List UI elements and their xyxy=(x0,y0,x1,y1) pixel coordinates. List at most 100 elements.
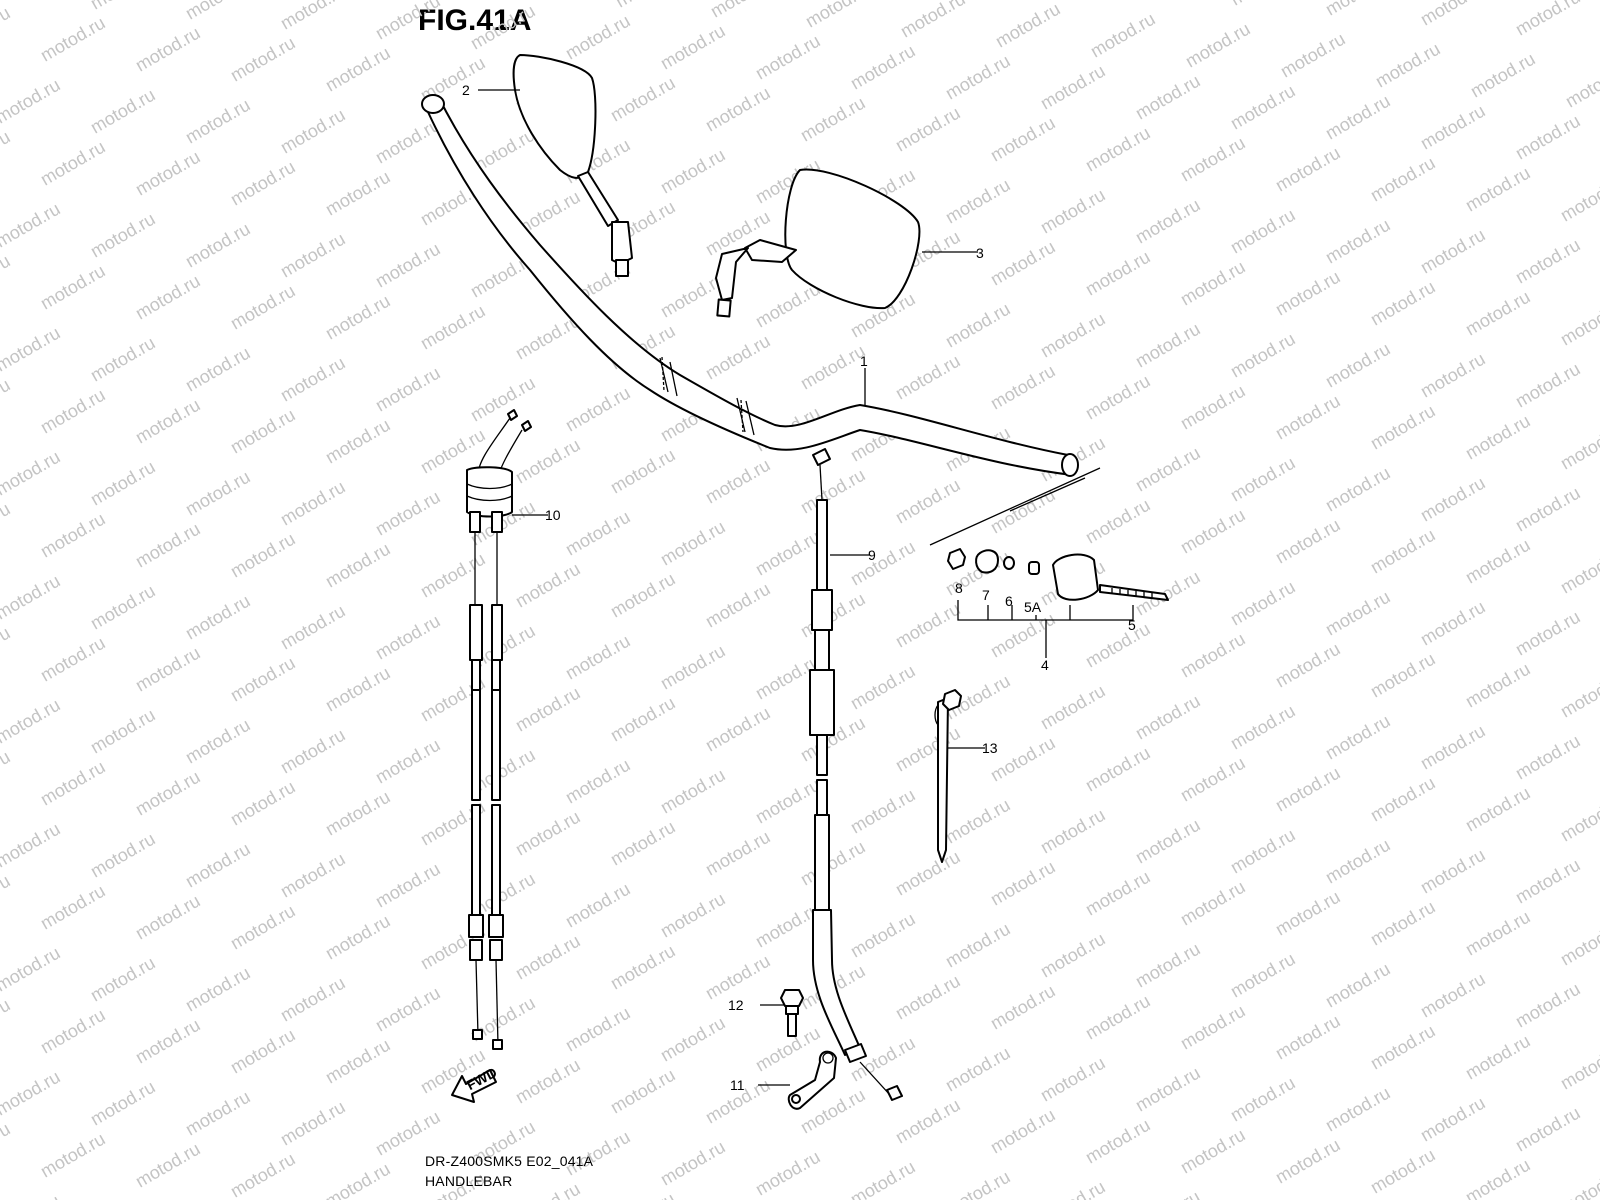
watermark-text: motod.ru xyxy=(1082,123,1154,176)
watermark-text: motod.ru xyxy=(607,817,679,870)
watermark-text: motod.ru xyxy=(1177,505,1249,558)
watermark-text: motod.ru xyxy=(1037,1177,1109,1200)
watermark-text: motod.ru xyxy=(1132,1063,1204,1116)
watermark-text: motod.ru xyxy=(1037,681,1109,734)
watermark-text: motod.ru xyxy=(987,361,1059,414)
watermark-text: motod.ru xyxy=(657,765,729,818)
callout-3: 3 xyxy=(976,245,984,261)
watermark-text: motod.ru xyxy=(227,777,299,830)
nut-part-8 xyxy=(947,548,966,570)
watermark-text: motod.ru xyxy=(657,145,729,198)
watermark-text: motod.ru xyxy=(897,0,969,41)
watermark-text: motod.ru xyxy=(1467,49,1539,102)
watermark-text: motod.ru xyxy=(987,237,1059,290)
watermark-text: motod.ru xyxy=(1082,247,1154,300)
watermark-text: motod.ru xyxy=(37,13,109,66)
watermark-text: motod.ru xyxy=(1082,743,1154,796)
watermark-text: motod.ru xyxy=(1322,339,1394,392)
watermark-text: motod.ru xyxy=(1227,949,1299,1002)
watermark-text: motod.ru xyxy=(227,901,299,954)
watermark-text: motod.ru xyxy=(702,703,774,756)
watermark-text: motod.ru xyxy=(322,43,394,96)
watermark-text: motod.ru xyxy=(1372,39,1444,92)
watermark-text: motod.ru xyxy=(1132,1187,1204,1200)
watermark-text: motod.ru xyxy=(1227,577,1299,630)
watermark-text: motod.ru xyxy=(1272,267,1344,320)
watermark-text: motod.ru xyxy=(467,373,539,426)
watermark-text: motod.ru xyxy=(1557,917,1600,970)
watermark-text: motod.ru xyxy=(1132,939,1204,992)
watermark-text: motod.ru xyxy=(1272,639,1344,692)
watermark-text: motod.ru xyxy=(182,467,254,520)
watermark-text: motod.ru xyxy=(227,157,299,210)
watermark-text: motod.ru xyxy=(1082,1115,1154,1168)
watermark-text: motod.ru xyxy=(1322,959,1394,1012)
watermark-text: motod.ru xyxy=(132,23,204,76)
callout-10: 10 xyxy=(545,507,561,523)
watermark-text: motod.ru xyxy=(132,395,204,448)
watermark-text: motod.ru xyxy=(227,33,299,86)
watermark-text: motod.ru xyxy=(87,829,159,882)
watermark-text: motod.ru xyxy=(227,653,299,706)
watermark-text: motod.ru xyxy=(942,795,1014,848)
watermark-text: motod.ru xyxy=(1132,815,1204,868)
watermark-text: motod.ru xyxy=(182,839,254,892)
watermark-text: motod.ru xyxy=(132,643,204,696)
watermark-text: motod.ru xyxy=(1272,143,1344,196)
watermark-text: motod.ru xyxy=(797,93,869,146)
watermark-text: motod.ru xyxy=(372,363,444,416)
watermark-text: motod.ru xyxy=(1177,133,1249,186)
bush-part-5a xyxy=(1028,561,1040,575)
watermark-text: motod.ru xyxy=(322,787,394,840)
watermark-text: motod.ru xyxy=(322,663,394,716)
watermark-text: motod.ru xyxy=(562,879,634,932)
watermark-text: motod.ru xyxy=(1367,1145,1439,1198)
watermark-text: motod.ru xyxy=(1512,979,1584,1032)
watermark-text: motod.ru xyxy=(322,167,394,220)
watermark-text: motod.ru xyxy=(87,209,159,262)
watermark-text: motod.ru xyxy=(1272,887,1344,940)
watermark-text: motod.ru xyxy=(562,631,634,684)
watermark-text: motod.ru xyxy=(372,611,444,664)
watermark-text: motod.ru xyxy=(657,1137,729,1190)
watermark-text: motod.ru xyxy=(1082,619,1154,672)
watermark-text: motod.ru xyxy=(37,757,109,810)
watermark-text: motod.ru xyxy=(1322,0,1394,19)
clutch-cable-part-9 xyxy=(809,448,903,1101)
watermark-text: motod.ru xyxy=(1557,669,1600,722)
watermark-text: motod.ru xyxy=(1417,101,1489,154)
watermark-text: motod.ru xyxy=(512,1055,584,1108)
watermark-text: motod.ru xyxy=(0,3,14,56)
watermark-text: motod.ru xyxy=(277,229,349,282)
watermark-text: motod.ru xyxy=(1562,59,1600,112)
watermark-text: motod.ru xyxy=(1082,495,1154,548)
watermark-text: motod.ru xyxy=(702,331,774,384)
watermark-text: motod.ru xyxy=(132,767,204,820)
watermark-text: motod.ru xyxy=(227,1149,299,1200)
callout-8: 8 xyxy=(955,580,963,596)
watermark-text: motod.ru xyxy=(1272,1011,1344,1064)
watermark-text: motod.ru xyxy=(1557,297,1600,350)
watermark-text: motod.ru xyxy=(892,475,964,528)
watermark-text: motod.ru xyxy=(0,447,64,500)
watermark-text: motod.ru xyxy=(1322,463,1394,516)
watermark-text: motod.ru xyxy=(182,343,254,396)
watermark-text: motod.ru xyxy=(892,847,964,900)
watermark-text: motod.ru xyxy=(607,1189,679,1200)
callout-4: 4 xyxy=(1041,657,1049,673)
watermark-text: motod.ru xyxy=(322,539,394,592)
callout-2: 2 xyxy=(462,82,470,98)
callout-6: 6 xyxy=(1005,593,1013,609)
watermark-text: motod.ru xyxy=(182,1087,254,1140)
watermark-text: motod.ru xyxy=(1367,525,1439,578)
watermark-text: motod.ru xyxy=(657,1013,729,1066)
watermark-text: motod.ru xyxy=(1417,349,1489,402)
watermark-text: motod.ru xyxy=(657,21,729,74)
watermark-text: motod.ru xyxy=(892,103,964,156)
watermark-text: motod.ru xyxy=(1037,185,1109,238)
watermark-text: motod.ru xyxy=(277,1097,349,1150)
watermark-text: motod.ru xyxy=(1227,825,1299,878)
watermark-text: motod.ru xyxy=(1557,545,1600,598)
watermark-text: motod.ru xyxy=(1462,163,1534,216)
watermark-text: motod.ru xyxy=(1557,1165,1600,1200)
